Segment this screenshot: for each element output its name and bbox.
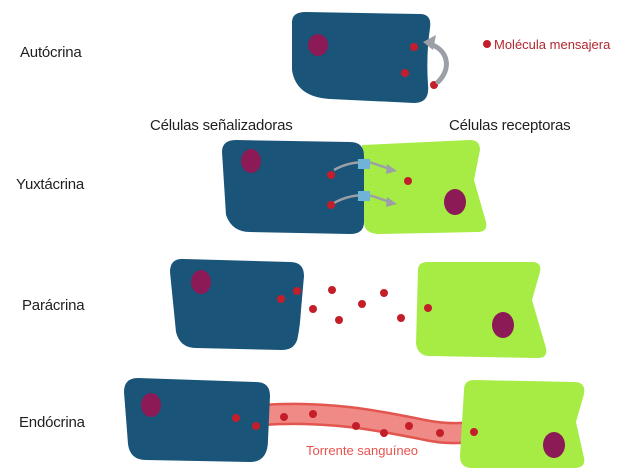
paracrine-molecule: [277, 295, 285, 303]
juxtacrine-molecule: [327, 171, 335, 179]
molecule-dot-icon: [483, 40, 491, 48]
paracrine-molecule: [335, 316, 343, 324]
paracrine-molecule: [380, 289, 388, 297]
legend-messenger-molecule: Molécula mensajera: [483, 37, 610, 52]
endocrine-receptor-nucleus: [543, 432, 565, 458]
paracrine-molecule: [358, 300, 366, 308]
juxtacrine-molecule: [404, 177, 412, 185]
autocrine-label: Autócrina: [20, 44, 82, 61]
endocrine-molecule: [352, 422, 360, 430]
paracrine-molecule: [328, 286, 336, 294]
juxtacrine-receptor-channel: [358, 159, 370, 169]
endocrine-receptor-cell: [460, 380, 584, 468]
paracrine-signaling-cell: [170, 259, 304, 350]
paracrine-receptor-cell: [416, 262, 546, 358]
endocrine-molecule: [470, 428, 478, 436]
juxtacrine-receptor-nucleus: [444, 189, 466, 215]
endocrine-molecule: [405, 422, 413, 430]
juxtacrine-receptor-cell: [362, 140, 486, 234]
signaling-cells-heading: Células señalizadoras: [150, 117, 293, 134]
legend-label: Molécula mensajera: [494, 37, 610, 52]
autocrine-molecule: [401, 69, 409, 77]
paracrine-molecule: [424, 304, 432, 312]
paracrine-receptor-nucleus: [492, 312, 514, 338]
endocrine-molecule: [280, 413, 288, 421]
endocrine-molecule: [309, 410, 317, 418]
autocrine-signaling-cell: [292, 12, 430, 103]
paracrine-group: [170, 259, 546, 358]
juxtacrine-receptor-channel: [358, 191, 370, 201]
autocrine-return-arrow: [430, 44, 446, 82]
endocrine-molecule: [252, 422, 260, 430]
juxtacrine-signaling-nucleus: [241, 149, 261, 173]
juxtacrine-group: [222, 140, 486, 234]
receptor-cells-heading: Células receptoras: [449, 117, 570, 134]
endocrine-signaling-nucleus: [141, 393, 161, 417]
juxtacrine-molecule: [327, 201, 335, 209]
paracrine-molecule: [397, 314, 405, 322]
autocrine-group: [292, 12, 446, 103]
paracrine-molecule: [309, 305, 317, 313]
juxtacrine-label: Yuxtácrina: [16, 176, 84, 193]
paracrine-signaling-nucleus: [191, 270, 211, 294]
endocrine-label: Endócrina: [19, 414, 85, 431]
paracrine-label: Parácrina: [22, 297, 84, 314]
autocrine-nucleus: [308, 34, 328, 56]
autocrine-molecule: [410, 43, 418, 51]
endocrine-molecule: [436, 429, 444, 437]
paracrine-molecule: [293, 287, 301, 295]
endocrine-molecule: [232, 414, 240, 422]
blood-vessel: [262, 404, 476, 443]
endocrine-molecule: [380, 429, 388, 437]
endocrine-signaling-cell: [124, 378, 270, 462]
bloodstream-label: Torrente sanguíneo: [306, 443, 418, 458]
